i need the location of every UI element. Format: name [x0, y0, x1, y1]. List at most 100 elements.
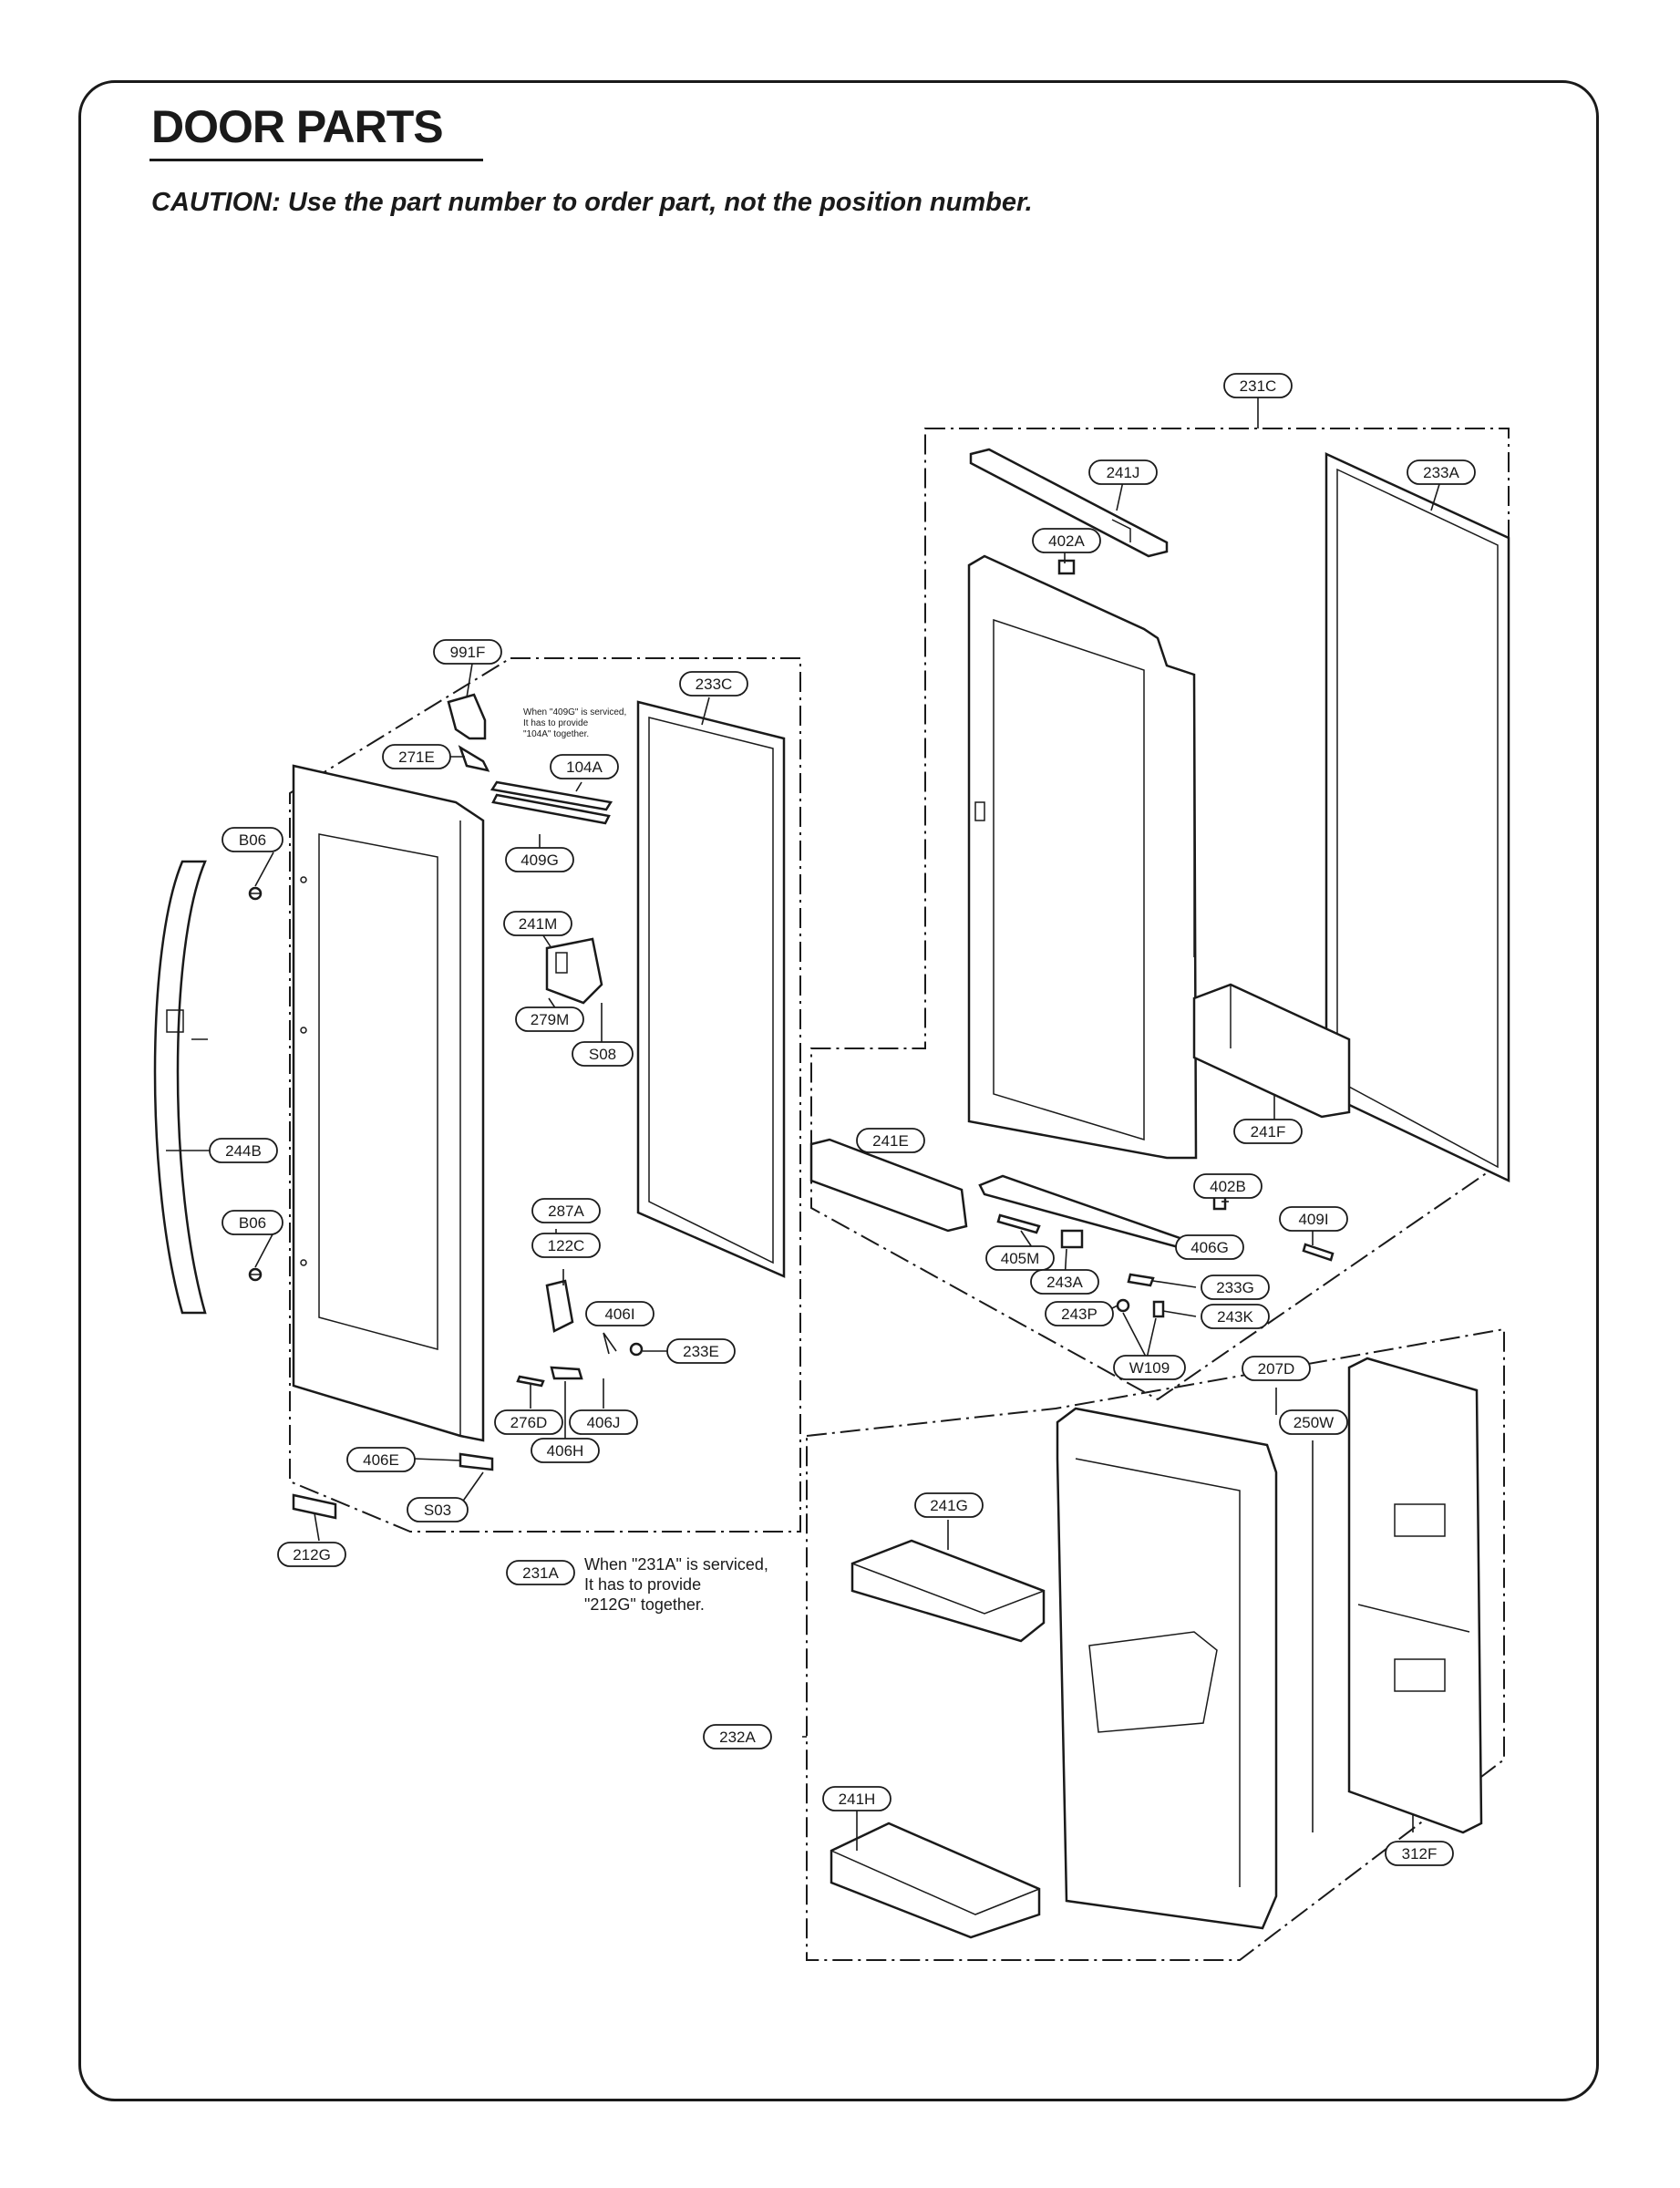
assembly-outline-231c: [810, 428, 1510, 1401]
svg-text:250W: 250W: [1293, 1414, 1334, 1431]
svg-text:276D: 276D: [510, 1414, 548, 1431]
svg-text:409G: 409G: [520, 851, 559, 869]
svg-text:405M: 405M: [1001, 1250, 1040, 1267]
door-gasket-233c: [636, 700, 786, 1278]
callout-233g: 233G: [1201, 1275, 1270, 1300]
callout-232a: 232A: [703, 1724, 772, 1749]
svg-text:232A: 232A: [719, 1729, 756, 1746]
svg-text:409I: 409I: [1298, 1211, 1328, 1228]
svg-text:241M: 241M: [519, 915, 558, 933]
assembly-outline-232a: [806, 1327, 1505, 1961]
label-212g: [292, 1493, 337, 1520]
screw-b06-top-icon: [248, 886, 263, 901]
callout-231a: 231A: [506, 1560, 575, 1585]
svg-text:271E: 271E: [398, 748, 435, 766]
callout-406i: 406I: [585, 1301, 654, 1326]
callout-279m: 279M: [515, 1006, 584, 1032]
callout-243k: 243K: [1201, 1304, 1270, 1329]
cap-233e-icon: [629, 1342, 644, 1357]
svg-text:402A: 402A: [1048, 532, 1085, 550]
callout-406e: 406E: [346, 1447, 416, 1472]
callout-207d: 207D: [1242, 1356, 1311, 1381]
callout-991f: 991F: [433, 639, 502, 665]
bracket-241m: [545, 937, 603, 1005]
hinge-cover-241j: [969, 448, 1169, 558]
callout-406h: 406H: [531, 1438, 600, 1463]
plate-406h: [550, 1366, 583, 1380]
callout-233c: 233C: [679, 671, 748, 697]
svg-text:W109: W109: [1129, 1359, 1170, 1377]
callout-287a: 287A: [531, 1198, 601, 1223]
svg-text:406J: 406J: [587, 1414, 621, 1431]
callout-104a: 104A: [550, 754, 619, 779]
door-trim-409g: [491, 793, 611, 825]
part-243k: [1152, 1300, 1165, 1318]
hinge-cover-991f: [447, 693, 487, 740]
callout-243a: 243A: [1030, 1269, 1099, 1295]
svg-text:402B: 402B: [1210, 1178, 1246, 1195]
svg-text:991F: 991F: [450, 644, 486, 661]
hinge-271e: [458, 745, 490, 772]
part-243a: [1060, 1229, 1084, 1249]
callout-231c: 231C: [1223, 373, 1293, 398]
callout-s03: S03: [407, 1497, 469, 1522]
door-liner-231c: [967, 554, 1198, 1160]
svg-text:406H: 406H: [547, 1442, 584, 1460]
callout-b06-bottom: B06: [222, 1210, 283, 1235]
svg-text:"104A" together.: "104A" together.: [523, 729, 589, 739]
door-panel-231a: [292, 764, 485, 1442]
cap-241e: [809, 1138, 968, 1233]
svg-text:406E: 406E: [363, 1451, 399, 1469]
callout-241h: 241H: [822, 1786, 892, 1811]
svg-text:406I: 406I: [604, 1306, 634, 1323]
callout-241j: 241J: [1088, 459, 1158, 485]
svg-text:406G: 406G: [1190, 1239, 1229, 1256]
svg-text:122C: 122C: [548, 1237, 585, 1254]
svg-text:287A: 287A: [548, 1202, 584, 1220]
callout-409i: 409I: [1279, 1206, 1348, 1232]
svg-text:241J: 241J: [1107, 464, 1140, 481]
door-bin-241h: [830, 1822, 1041, 1939]
svg-text:312F: 312F: [1402, 1845, 1438, 1863]
callout-312f: 312F: [1385, 1841, 1454, 1866]
door-trim-104a: [490, 780, 613, 811]
svg-text:B06: B06: [239, 1214, 266, 1232]
door-bin-241g: [850, 1539, 1046, 1643]
callout-241f: 241F: [1233, 1119, 1303, 1144]
svg-text:241E: 241E: [872, 1132, 909, 1150]
callout-406j: 406J: [569, 1409, 638, 1435]
inner-door-232a: [1056, 1407, 1278, 1930]
svg-text:241G: 241G: [930, 1497, 968, 1514]
part-243p-icon: [1116, 1298, 1130, 1313]
page-title: DOOR PARTS: [151, 101, 444, 152]
note-231a-service: When "231A" is serviced, It has to provi…: [584, 1555, 768, 1614]
bracket-122c: [545, 1279, 574, 1333]
page-border: [78, 80, 1599, 2101]
callout-s08: S08: [572, 1041, 634, 1067]
svg-text:207D: 207D: [1258, 1360, 1295, 1378]
svg-text:231C: 231C: [1240, 377, 1277, 395]
spacer-402a: [1057, 559, 1076, 575]
callout-241e: 241E: [856, 1128, 925, 1153]
svg-text:233A: 233A: [1423, 464, 1459, 481]
svg-text:212G: 212G: [293, 1546, 331, 1564]
callout-271e: 271E: [382, 744, 451, 769]
hinge-406e: [459, 1452, 494, 1471]
svg-text:233G: 233G: [1216, 1279, 1254, 1296]
svg-text:243A: 243A: [1046, 1274, 1083, 1291]
callout-250w: 250W: [1279, 1409, 1348, 1435]
callout-241m: 241M: [503, 911, 572, 936]
callout-244b: 244B: [209, 1138, 278, 1163]
callout-w109: W109: [1113, 1355, 1186, 1380]
caution-note: CAUTION: Use the part number to order pa…: [151, 188, 1033, 217]
svg-text:When "409G" is serviced,: When "409G" is serviced,: [523, 707, 626, 717]
duct-cover-241f: [1192, 983, 1351, 1119]
note-409g-service: When "409G" is serviced, It has to provi…: [523, 707, 626, 739]
callout-405m: 405M: [985, 1245, 1055, 1271]
svg-text:241H: 241H: [839, 1791, 876, 1808]
svg-text:243K: 243K: [1217, 1308, 1253, 1326]
callout-402b: 402B: [1193, 1173, 1263, 1199]
title-underline: [149, 159, 483, 161]
callout-276d: 276D: [494, 1409, 563, 1435]
